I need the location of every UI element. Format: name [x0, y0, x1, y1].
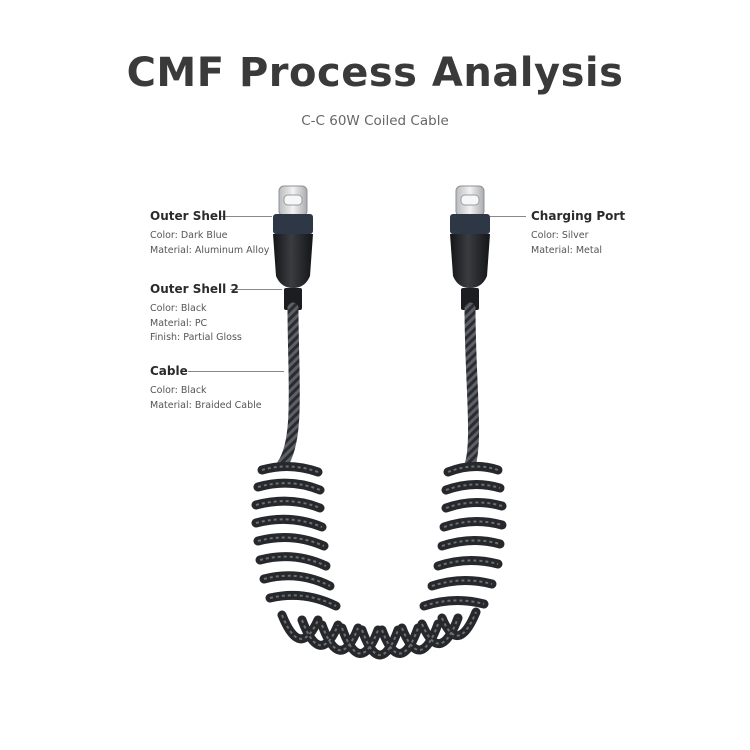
callout-line: Color: Black	[150, 385, 207, 396]
cable-leader	[188, 371, 284, 372]
usb-c-connector-left-icon	[273, 185, 313, 310]
usb-c-connector-right-icon	[450, 185, 490, 310]
callout-line: Color: Black	[150, 303, 207, 314]
callout-line: Color: Dark Blue	[150, 230, 228, 241]
callout-line: Material: Metal	[531, 244, 603, 256]
callout-heading: Cable	[150, 364, 188, 378]
callout-heading: Charging Port	[531, 209, 626, 223]
coiled-cable-icon	[251, 302, 507, 660]
callout-charging-port: Charging Port Color: Silver Material: Me…	[531, 209, 625, 258]
callout-heading: Outer Shell	[150, 209, 227, 223]
page-title: CMF Process Analysis	[126, 50, 624, 96]
callout-line: Material: Aluminum Alloy	[150, 244, 270, 256]
callout-outer-shell: Outer Shell Color: Dark Blue Material: A…	[150, 209, 269, 258]
callout-line: Finish: Partial Gloss	[150, 332, 242, 343]
callout-line: Color: Silver	[531, 230, 589, 241]
outer-shell-leader	[220, 216, 272, 217]
callout-line: Material: PC	[150, 317, 208, 329]
callout-outer-shell-2: Outer Shell 2 Color: Black Material: PC …	[150, 282, 242, 346]
callout-cable: Cable Color: Black Material: Braided Cab…	[150, 364, 262, 413]
page-subtitle: C-C 60W Coiled Cable	[301, 113, 449, 129]
outer-shell-2-leader	[230, 289, 282, 290]
charging-port-leader	[490, 216, 526, 217]
callout-heading: Outer Shell 2	[150, 282, 239, 296]
callout-line: Material: Braided Cable	[150, 399, 262, 411]
